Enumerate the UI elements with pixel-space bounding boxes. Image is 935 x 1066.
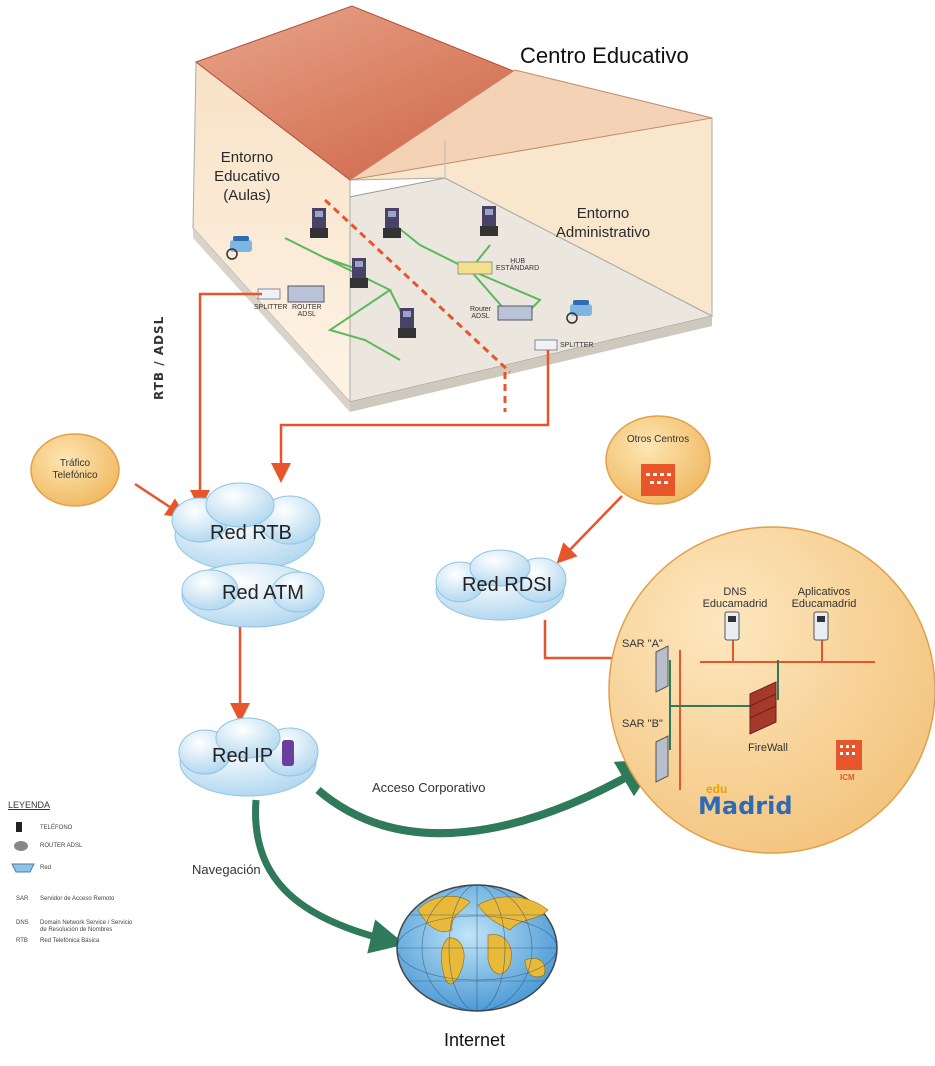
sar-b-label: SAR "B" bbox=[622, 718, 663, 730]
cloud-icon bbox=[11, 863, 35, 873]
educamadrid-logo-top: edu bbox=[706, 782, 728, 796]
otros-centros-label: Otros Centros bbox=[626, 434, 690, 445]
computer-icon bbox=[350, 258, 368, 288]
rtb-adsl-link-label: RTB / ADSL bbox=[152, 315, 166, 400]
router-adsl-admin-icon bbox=[497, 305, 533, 321]
legend-item-sar: Servidor de Acceso Remoto bbox=[40, 896, 115, 902]
internet-globe-icon bbox=[396, 884, 558, 1012]
cloud-label-rdsi: Red RDSI bbox=[462, 574, 553, 596]
dns-server-icon bbox=[724, 611, 740, 641]
router-icon bbox=[14, 841, 28, 851]
splitter-right-icon bbox=[534, 339, 558, 351]
icm-building-icon bbox=[836, 740, 862, 770]
front-wall-base-2 bbox=[350, 316, 712, 412]
school-building bbox=[192, 5, 714, 412]
cloud-ip bbox=[178, 717, 319, 797]
otros-centros-bubble bbox=[605, 415, 711, 505]
firewall-icon bbox=[749, 681, 777, 735]
firewall-label: FireWall bbox=[748, 742, 788, 754]
legend-item-telephone: TELÉFONO bbox=[40, 825, 73, 831]
legend-code-rtb: RTB bbox=[16, 938, 28, 944]
hub-icon bbox=[457, 261, 493, 275]
sar-a-icon bbox=[655, 645, 669, 693]
legend-code-dns: DNS bbox=[16, 920, 29, 926]
telephone-icon bbox=[16, 822, 22, 832]
internet-label: Internet bbox=[444, 1030, 506, 1050]
navegacion-label: Navegación bbox=[192, 862, 261, 877]
computer-icon bbox=[480, 206, 498, 236]
splitter-right-label: SPLITTER bbox=[560, 342, 594, 349]
icm-label: ICM bbox=[840, 773, 855, 782]
link-admin-splitter bbox=[271, 350, 550, 483]
backbone-lines bbox=[679, 640, 875, 790]
cloud-label-ip: Red IP bbox=[212, 745, 274, 767]
acceso-corporativo-label: Acceso Corporativo bbox=[372, 780, 486, 795]
legend-code-sar: SAR bbox=[16, 896, 29, 902]
cloud-label-rtb: Red RTB bbox=[210, 522, 292, 544]
trafico-telefonico-bubble bbox=[30, 433, 120, 507]
red-ip-server-icon bbox=[282, 740, 294, 766]
link-rtb-adsl bbox=[190, 292, 262, 510]
cloud-rtb bbox=[171, 482, 321, 572]
sar-b-icon bbox=[655, 735, 669, 783]
otros-centros-building-icon bbox=[641, 464, 675, 496]
legend-icons bbox=[11, 822, 35, 873]
aplicativos-server-icon bbox=[813, 611, 829, 641]
cloud-atm bbox=[181, 562, 325, 628]
cloud-label-atm: Red ATM bbox=[222, 582, 304, 604]
cloud-rdsi bbox=[435, 549, 567, 621]
telephone-icon bbox=[226, 236, 252, 260]
divider-dashed-line bbox=[323, 198, 512, 374]
legend-item-router: ROUTER ADSL bbox=[40, 843, 83, 849]
educamadrid-logo: Madrid bbox=[698, 792, 793, 820]
legend-item-rtb: Red Telefónica Básica bbox=[40, 938, 100, 944]
sar-a-label: SAR "A" bbox=[622, 638, 663, 650]
computer-icon bbox=[383, 208, 401, 238]
roof-side bbox=[349, 69, 713, 181]
splitter-left-label: SPLITTER bbox=[254, 304, 288, 311]
computer-icon bbox=[398, 308, 416, 338]
computer-icon bbox=[310, 208, 328, 238]
diagram-title: Centro Educativo bbox=[520, 43, 689, 68]
legend-title: LEYENDA bbox=[8, 800, 51, 810]
legend-item-cloud: Red bbox=[40, 865, 52, 871]
telephone-icon bbox=[566, 300, 592, 324]
front-wall-base bbox=[193, 228, 350, 412]
link-otros-centros bbox=[556, 495, 623, 564]
link-navegacion bbox=[252, 799, 406, 954]
legend-item-dns: Domain Network Service / Servicio de Res… bbox=[40, 920, 133, 933]
link-acceso-corporativo bbox=[315, 758, 659, 838]
link-trafico bbox=[134, 482, 187, 518]
router-adsl-icon bbox=[287, 285, 325, 303]
